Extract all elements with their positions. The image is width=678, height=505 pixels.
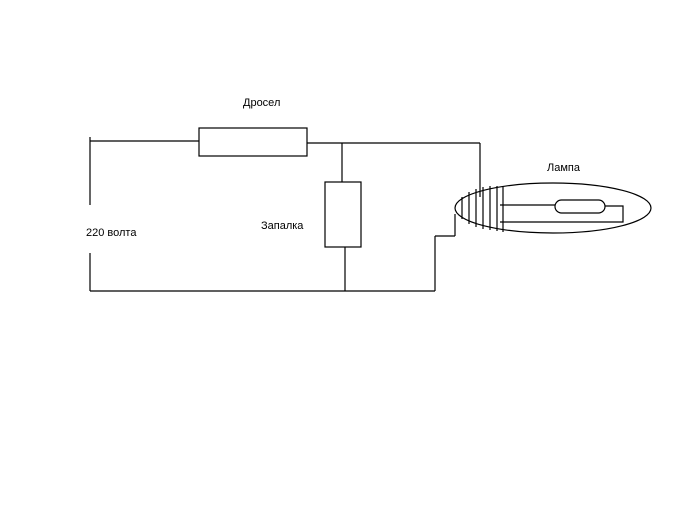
lamp-electrode-lower <box>500 205 624 223</box>
choke-label: Дросел <box>243 97 280 109</box>
lamp <box>454 182 652 234</box>
starter-resistor <box>324 181 362 248</box>
lamp-arc-tube <box>554 199 606 214</box>
choke-resistor <box>198 127 308 157</box>
lamp-label: Лампа <box>547 162 581 174</box>
lamp-base-hatching <box>461 186 504 232</box>
lamp-bulb-outline <box>454 182 652 234</box>
voltage-label: 220 волта <box>86 227 137 239</box>
starter-label: Запалка <box>261 220 304 232</box>
